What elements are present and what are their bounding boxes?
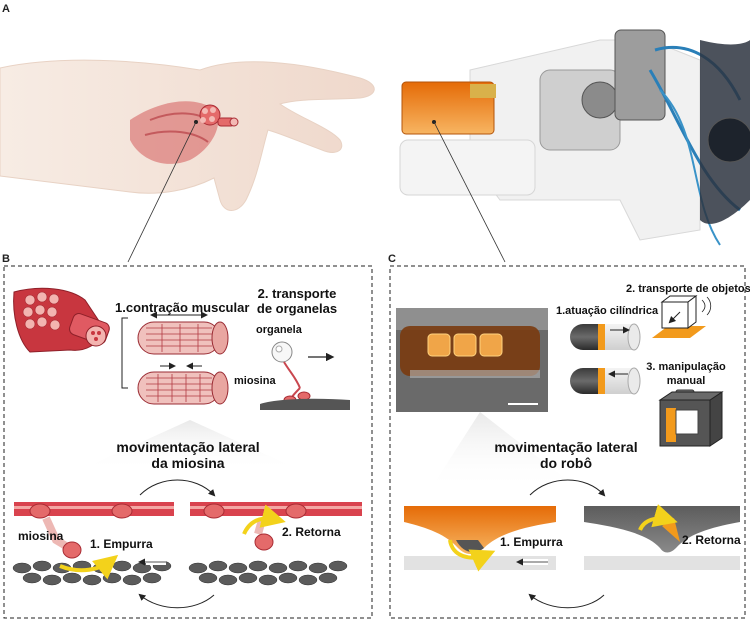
panel-b-frame	[3, 265, 373, 619]
b-step-return: 2. Retorna	[282, 525, 341, 539]
b-label-myosin-bottom: miosina	[18, 529, 64, 543]
b-heading-muscle-contraction: 1.contração muscular	[115, 300, 249, 315]
c-manual-manipulation-illustration	[658, 389, 724, 447]
b-step-push: 1. Empurra	[90, 537, 153, 551]
c-cycle-arrow-top	[529, 479, 606, 497]
muscle-fiber-illustration	[13, 287, 110, 353]
c-cylinder-1	[570, 323, 641, 351]
b-subtitle-2: da miosina	[151, 455, 224, 471]
robot-finger-lower	[399, 139, 536, 196]
panel-a-letter: A	[2, 3, 10, 15]
sarcomere-relaxed	[137, 311, 229, 355]
robot-actuator	[614, 29, 666, 121]
sarcomere-contracted	[137, 362, 229, 405]
c-cycle-arrow-bottom	[528, 593, 605, 609]
c-subtitle-2: do robô	[540, 455, 592, 471]
c-robot-return-illustration	[584, 504, 740, 570]
b-label-myosin-top: miosina	[234, 375, 276, 387]
panel-c-frame	[389, 265, 746, 619]
c-heading-manual-1: 3. manipulação	[646, 361, 726, 373]
b-myosin-return-illustration	[188, 502, 362, 586]
c-heading-object-transport: 2. transporte de objetos	[626, 283, 750, 295]
robot-photo	[399, 29, 750, 246]
c-robot-push-illustration	[404, 506, 556, 572]
panel-c-letter: C	[388, 253, 396, 265]
c-object-transport-illustration	[652, 295, 712, 338]
c-cylinder-2	[570, 367, 641, 395]
c-heading-cylindrical: 1.atuação cilíndrica	[556, 305, 659, 317]
b-heading-organelle-transport-1: 2. transporte	[258, 286, 337, 301]
b-subtitle-1: movimentação lateral	[116, 439, 259, 455]
c-subtitle-1: movimentação lateral	[494, 439, 637, 455]
c-step-push: 1. Empurra	[500, 535, 563, 549]
c-step-return: 2. Retorna	[682, 533, 741, 547]
muscle-bundle-hand	[199, 104, 239, 127]
panel-b-letter: B	[2, 253, 10, 265]
organelle-transport-illustration	[260, 341, 350, 410]
b-spotlight	[80, 420, 300, 470]
b-heading-organelle-transport-2: de organelas	[257, 301, 337, 316]
b-label-organelle: organela	[256, 324, 303, 336]
c-spotlight	[430, 412, 580, 490]
bracket	[121, 317, 128, 389]
b-cycle-arrow-bottom	[138, 593, 215, 609]
b-cycle-arrow-top	[139, 479, 216, 497]
c-heading-manual-2: manual	[667, 375, 706, 387]
c-device-photo	[396, 308, 548, 412]
b-myosin-push-illustration	[12, 502, 174, 586]
hand-illustration	[0, 59, 375, 211]
